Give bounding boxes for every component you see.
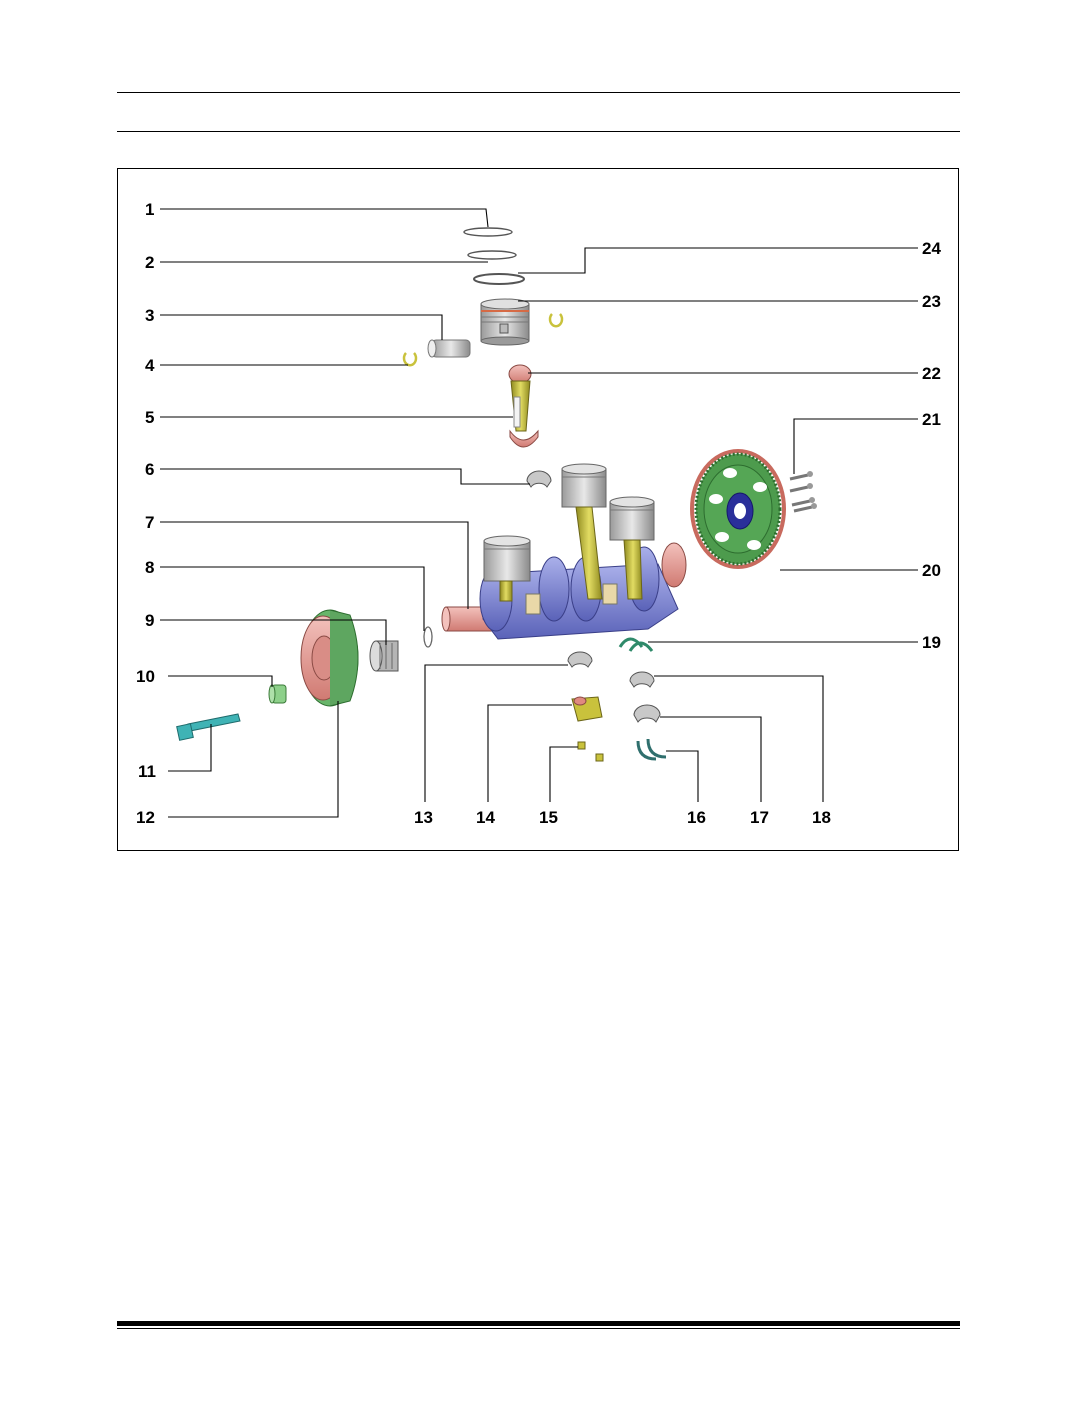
callout-8: 8 (145, 558, 154, 577)
piston-ring-top (463, 227, 513, 237)
thrust-washers-lower (636, 738, 667, 761)
bearing-cap-nuts (577, 741, 604, 762)
crank-seal-ring (423, 626, 433, 648)
oil-control-ring (473, 273, 525, 285)
leader-13 (424, 664, 568, 802)
conrod-bearing-shell (526, 470, 552, 488)
leader-11 (168, 724, 212, 772)
leader-16 (666, 750, 699, 802)
header-rule-second (117, 131, 960, 132)
main-bearing-shell-lower (633, 704, 661, 723)
leader-15 (549, 746, 578, 802)
callout-18: 18 (812, 808, 831, 827)
crankshaft-assembly (441, 463, 687, 640)
callout-2: 2 (145, 253, 154, 272)
leader-3 (160, 314, 443, 340)
flywheel-bolts (789, 471, 817, 513)
leader-7 (160, 521, 469, 609)
leader-9 (160, 619, 387, 645)
piston-pin (427, 339, 471, 358)
pulley-bolt (176, 713, 241, 741)
callout-21: 21 (922, 410, 941, 429)
circlip-left (402, 352, 418, 367)
main-bearing-shell (567, 651, 593, 668)
callout-5: 5 (145, 408, 154, 427)
leader-6 (160, 468, 530, 485)
callout-14: 14 (476, 808, 495, 827)
callout-22: 22 (922, 364, 941, 383)
callout-10: 10 (136, 667, 155, 686)
piston (480, 298, 530, 346)
leader-21 (793, 418, 918, 474)
callout-16: 16 (687, 808, 706, 827)
callout-24: 24 (922, 239, 941, 258)
callout-17: 17 (750, 808, 769, 827)
leader-14 (487, 704, 572, 802)
circlip-right (548, 313, 564, 328)
main-bearing-cap (571, 696, 603, 722)
leader-24 (518, 247, 918, 274)
footer-rule-thick (117, 1321, 960, 1326)
leader-1 (160, 208, 489, 228)
callout-7: 7 (145, 513, 154, 532)
callout-19: 19 (922, 633, 941, 652)
callout-13: 13 (414, 808, 433, 827)
leader-17 (660, 716, 762, 802)
exploded-crankshaft-diagram: 1 2 3 4 5 6 7 8 9 10 11 12 13 14 15 16 1… (136, 200, 941, 827)
leader-18 (654, 675, 824, 802)
timing-sprocket (369, 640, 399, 672)
main-bearing-shell-upper (629, 671, 655, 688)
callout-12: 12 (136, 808, 155, 827)
thrust-washers-upper (618, 637, 654, 652)
callout-9: 9 (145, 611, 154, 630)
diagram-frame: 1 2 3 4 5 6 7 8 9 10 11 12 13 14 15 16 1… (117, 168, 959, 851)
piston-ring-second (467, 250, 517, 260)
callout-4: 4 (145, 356, 155, 375)
crank-damper-pulley (300, 609, 359, 707)
callout-20: 20 (922, 561, 941, 580)
callout-23: 23 (922, 292, 941, 311)
footer-rule-thin (117, 1328, 960, 1329)
connecting-rod (508, 364, 539, 448)
callout-6: 6 (145, 460, 154, 479)
leader-8 (160, 566, 425, 631)
header-rule-top (117, 92, 960, 93)
callout-11: 11 (138, 762, 156, 781)
callout-1: 1 (145, 200, 154, 219)
pulley-key (268, 684, 287, 704)
leader-12 (168, 701, 339, 818)
callout-3: 3 (145, 306, 154, 325)
callout-15: 15 (539, 808, 558, 827)
leader-10 (168, 675, 273, 687)
flywheel (690, 449, 786, 569)
